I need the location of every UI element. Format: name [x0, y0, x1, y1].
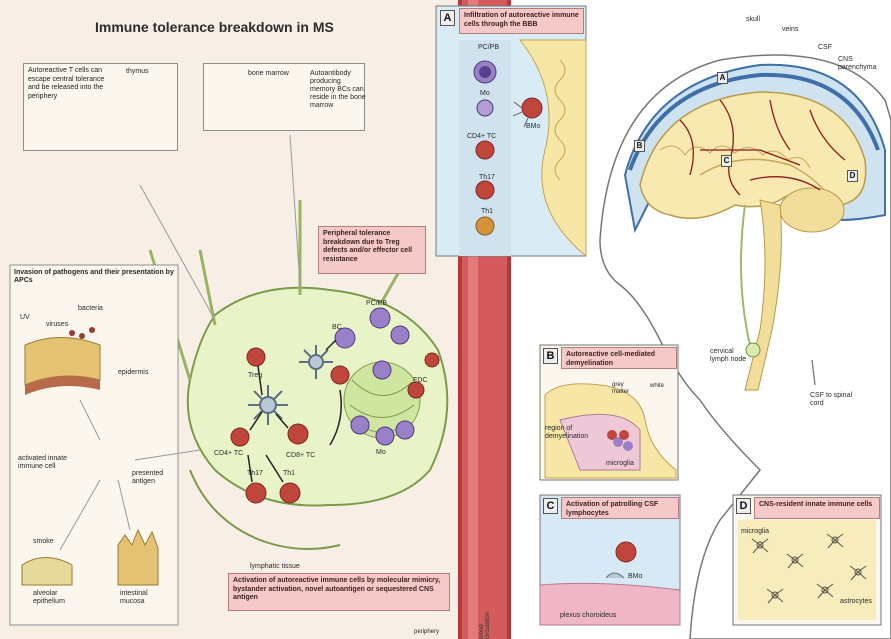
panel-d-microglia: microglia — [741, 528, 769, 536]
cd8-label: CD8+ TC — [286, 452, 315, 460]
th1-label: Th1 — [283, 470, 295, 478]
panel-b-microglia: microglia — [606, 460, 634, 468]
panel-c-bmo: BMo — [628, 573, 642, 581]
panel-c-plexus: plexus choroideus — [560, 612, 616, 620]
activated-innate-label: activated innate immune cell — [18, 455, 90, 471]
mo-label: Mo — [376, 449, 386, 457]
panel-d-astrocytes: astrocytes — [840, 598, 872, 606]
skull-label: skull — [746, 16, 760, 24]
panel-a-letter: A — [440, 10, 455, 26]
lymphatic-tissue-label: lymphatic tissue — [250, 563, 300, 571]
panel-d-title: CNS-resident innate immune cells — [754, 497, 880, 519]
alveolar-label: alveolar epithelium — [33, 590, 83, 606]
fdc-label: FDC — [413, 377, 427, 385]
panel-a-bmo: BMo — [526, 123, 540, 131]
panel-c-letter: C — [543, 498, 558, 514]
periphery-label: periphery — [414, 628, 439, 636]
bc-label: BC — [332, 324, 342, 332]
panel-a-title: Infiltration of autoreactive immune cell… — [459, 8, 584, 34]
panel-c-lymphocyte — [616, 542, 636, 562]
panel-b-region: region of demyelination — [545, 425, 595, 441]
csf-spinal-label: CSF to spinal cord — [810, 392, 854, 408]
presented-antigen-label: presented antigen — [132, 470, 172, 486]
viruses-label: viruses — [46, 321, 68, 329]
invasion-header: Invasion of pathogens and their presenta… — [14, 269, 174, 285]
panel-d-letter: D — [736, 498, 751, 514]
treg-label: Treg — [248, 372, 262, 380]
panel-b-white: white — [650, 382, 664, 390]
intestinal-art — [118, 530, 158, 585]
peripheral-tolerance-box: Peripheral tolerance breakdown due to Tr… — [318, 226, 426, 274]
thymus-box: Autoreactive T cells can escape central … — [23, 63, 178, 151]
csf-label: CSF — [818, 44, 832, 52]
epidermis-label: epidermis — [118, 369, 148, 377]
panel-b-letter: B — [543, 348, 558, 364]
alveolar-art — [22, 558, 72, 586]
pcpb-label: PC/PB — [366, 300, 387, 308]
brain-letter-c: C — [721, 155, 732, 167]
diagram-title: Immune tolerance breakdown in MS — [95, 19, 334, 35]
bone-marrow-text: Autoantibody producing memory BCs can re… — [310, 70, 366, 110]
brain-letter-a: A — [717, 72, 728, 84]
bacteria-label: bacteria — [78, 305, 103, 313]
panel-a-th17: Th17 — [479, 174, 495, 182]
panel-a-mo: Mo — [480, 90, 490, 98]
cervical-lymph-node-label: cervical lymph node — [710, 348, 754, 364]
panel-c-title: Activation of patrolling CSF lymphocytes — [561, 497, 679, 519]
bone-marrow-label: bone marrow — [248, 70, 289, 78]
panel-a-th1: Th1 — [481, 208, 493, 216]
uv-label: UV — [20, 314, 30, 322]
thymus-text: Autoreactive T cells can escape central … — [28, 67, 110, 101]
th17-label: Th17 — [247, 470, 263, 478]
thymus-label: thymus — [126, 68, 149, 76]
panel-b-grey: grey matter — [612, 382, 638, 396]
panel-b-title: Autoreactive cell-mediated demyelination — [561, 347, 677, 369]
cd4-label: CD4+ TC — [214, 450, 243, 458]
panel-a-pcpb: PC/PB — [478, 44, 499, 52]
panel-a-cd4: CD4+ TC — [467, 133, 496, 141]
cerebellum — [780, 188, 844, 232]
veins-label: veins — [782, 26, 798, 34]
activation-box: Activation of autoreactive immune cells … — [228, 573, 450, 611]
brain-letter-b: B — [634, 140, 645, 152]
cns-parenchyma-label: CNS parenchyma — [838, 56, 882, 72]
blood-circulation-label: blood circulation — [479, 596, 491, 639]
brain-letter-d: D — [847, 170, 858, 182]
smoke-label: smoke — [33, 538, 54, 546]
intestinal-label: intestinal mucosa — [120, 590, 170, 606]
